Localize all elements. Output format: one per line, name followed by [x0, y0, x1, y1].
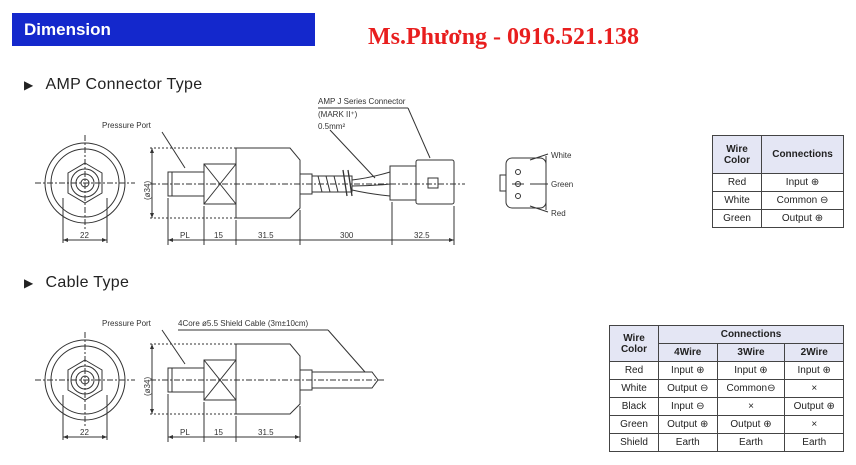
cable-cell-2wire: Input ⊕	[784, 361, 844, 380]
table-row: Shield Earth Earth Earth	[609, 433, 844, 452]
cable-connections-table: Wire Color Connections 4Wire 3Wire 2Wire…	[609, 325, 844, 452]
cable-header-3wire: 3Wire	[716, 343, 786, 362]
amp-pressure-port-label: Pressure Port	[102, 121, 152, 130]
amp-connector-label: AMP J Series Connector	[318, 97, 406, 106]
cable-header-2wire: 2Wire	[784, 343, 844, 362]
cable-header-wire: Wire Color	[609, 325, 659, 362]
amp-red-label: Red	[551, 209, 566, 218]
cable-cell-3wire: Earth	[716, 433, 786, 452]
table-row: Green Output ⊕ Output ⊕ ×	[609, 415, 844, 434]
amp-cell-conn: Output ⊕	[761, 209, 844, 228]
cable-cell-3wire: Output ⊕	[716, 415, 786, 434]
amp-green-label: Green	[551, 180, 573, 189]
cable-dim-2: 31.5	[258, 428, 274, 437]
cable-cable-label: 4Core ø5.5 Shield Cable (3m±10cm)	[178, 319, 309, 328]
cable-cell-4wire: Input ⊕	[658, 361, 718, 380]
table-row: Red Input ⊕ Input ⊕ Input ⊕	[609, 361, 844, 380]
cable-cell-3wire: Common⊖	[716, 379, 786, 398]
table-row: Red Input ⊕	[712, 173, 844, 192]
contact-text: Ms.Phương - 0916.521.138	[368, 24, 640, 50]
cable-cell-color: Shield	[609, 433, 659, 452]
cable-cell-color: Green	[609, 415, 659, 434]
amp-body	[235, 147, 301, 219]
amp-header-wire: Wire Color	[712, 135, 762, 174]
cable-cell-2wire: ×	[784, 415, 844, 434]
amp-dim-pl: PL	[180, 231, 190, 240]
cable-header-conn: Connections	[658, 325, 844, 344]
amp-mark-label: (MARK II⁺)	[318, 110, 358, 119]
cable-cell-2wire: Earth	[784, 433, 844, 452]
table-row: Green Output ⊕	[712, 209, 844, 228]
amp-dim-3: 300	[340, 231, 354, 240]
amp-cell-conn: Common ⊖	[761, 191, 844, 210]
amp-cell-conn: Input ⊕	[761, 173, 844, 192]
amp-header-conn: Connections	[761, 135, 844, 174]
amp-dim-4: 32.5	[414, 231, 430, 240]
cable-header-4wire: 4Wire	[658, 343, 718, 362]
amp-cell-color: White	[712, 191, 762, 210]
amp-section-label: AMP Connector Type	[45, 76, 203, 93]
cable-cell-color: Red	[609, 361, 659, 380]
amp-dia-label: (ø34)	[143, 181, 152, 200]
bullet-triangle-icon: ▶	[24, 78, 34, 92]
cable-section-label: Cable Type	[45, 274, 130, 291]
cable-cell-color: Black	[609, 397, 659, 416]
amp-connector-end-view	[505, 157, 547, 209]
cable-cell-4wire: Output ⊕	[658, 415, 718, 434]
amp-dim-1: 15	[214, 231, 223, 240]
cable-cell-4wire: Earth	[658, 433, 718, 452]
cable-cell-4wire: Output ⊖	[658, 379, 718, 398]
cable-cell-4wire: Input ⊖	[658, 397, 718, 416]
cable-dim-face: 22	[80, 428, 89, 437]
cable-pressure-port-label: Pressure Port	[102, 319, 152, 328]
cable-cell-3wire: ×	[716, 397, 786, 416]
amp-dim-2: 31.5	[258, 231, 274, 240]
table-row: White Common ⊖	[712, 191, 844, 210]
cable-dim-pl: PL	[180, 428, 190, 437]
cable-body	[235, 343, 301, 415]
cable-cell-2wire: Output ⊕	[784, 397, 844, 416]
cable-cell-color: White	[609, 379, 659, 398]
cable-section-title: ▶ Cable Type	[24, 274, 129, 292]
amp-connections-table: Wire Color Connections Red Input ⊕ White…	[712, 135, 844, 228]
cable-cell-2wire: ×	[784, 379, 844, 398]
cable-dia-label: (ø34)	[143, 377, 152, 396]
amp-dim-face: 22	[80, 231, 89, 240]
table-row: White Output ⊖ Common⊖ ×	[609, 379, 844, 398]
table-row: Black Input ⊖ × Output ⊕	[609, 397, 844, 416]
amp-white-label: White	[551, 151, 572, 160]
amp-section-title: ▶ AMP Connector Type	[24, 76, 202, 94]
cable-dim-1: 15	[214, 428, 223, 437]
bullet-triangle-icon: ▶	[24, 276, 34, 290]
amp-connector-housing	[389, 165, 417, 201]
amp-wire-size-label: 0.5mm²	[318, 122, 345, 131]
amp-cell-color: Red	[712, 173, 762, 192]
section-header: Dimension	[12, 13, 315, 46]
cable-sleeve	[311, 371, 379, 389]
amp-cell-color: Green	[712, 209, 762, 228]
cable-cell-3wire: Input ⊕	[716, 361, 786, 380]
